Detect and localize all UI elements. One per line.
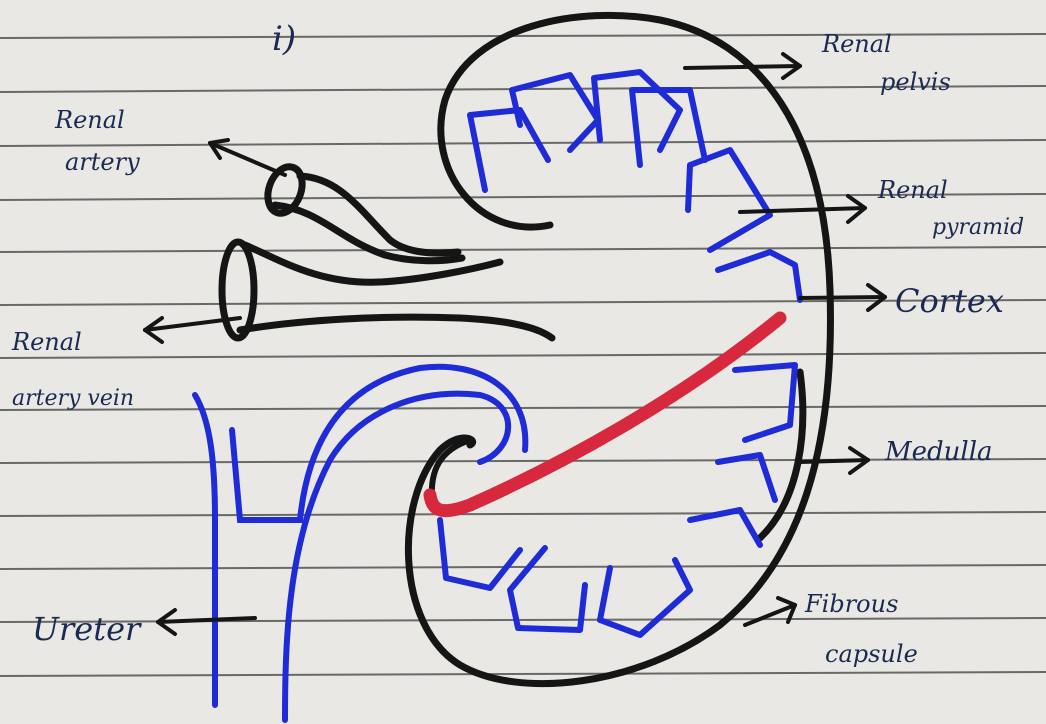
label-renal-artery: Renal artery: [54, 106, 140, 176]
svg-text:artery: artery: [65, 148, 140, 176]
label-fibrous-capsule: Fibrous capsule: [804, 590, 918, 668]
ureter: [195, 367, 525, 720]
svg-text:capsule: capsule: [825, 640, 918, 668]
arrow-fibrous-capsule: [745, 598, 795, 625]
svg-text:artery vein: artery vein: [12, 386, 134, 411]
svg-text:Renal: Renal: [11, 328, 82, 356]
arrow-cortex: [800, 285, 885, 310]
renal-artery-vessel: [262, 162, 462, 261]
svg-text:pelvis: pelvis: [880, 68, 951, 96]
label-medulla: Medulla: [884, 437, 993, 467]
label-cortex: Cortex: [895, 282, 1004, 320]
svg-text:Renal: Renal: [877, 176, 948, 204]
svg-text:pyramid: pyramid: [932, 215, 1024, 240]
question-marker: i): [272, 19, 296, 59]
svg-text:Renal: Renal: [54, 106, 125, 134]
label-renal-pyramid: Renal pyramid: [877, 176, 1024, 240]
svg-text:Fibrous: Fibrous: [804, 590, 898, 618]
svg-text:Renal: Renal: [821, 30, 892, 58]
label-renal-artery-vein: Renal artery vein: [11, 328, 134, 411]
red-correction-stroke: [430, 318, 780, 511]
label-ureter: Ureter: [32, 610, 142, 648]
label-renal-pelvis: Renal pelvis: [821, 30, 951, 96]
ruled-lines: [0, 34, 1046, 676]
